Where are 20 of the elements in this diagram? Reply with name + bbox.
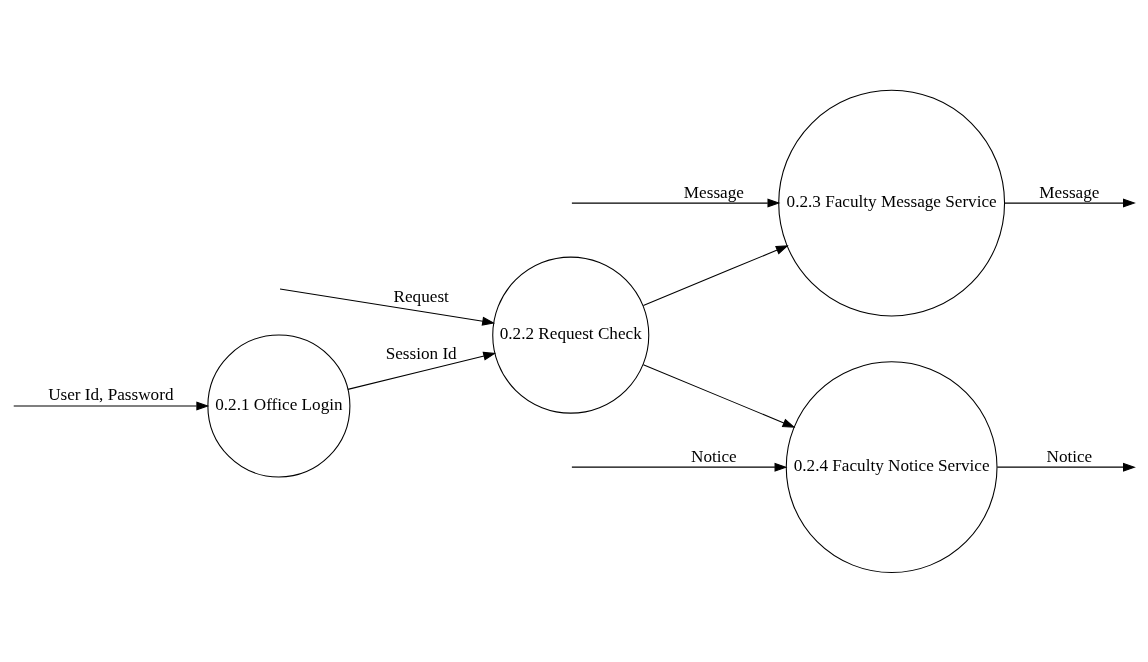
arrow xyxy=(347,351,497,390)
node-circle: 0.2.2 Request Check xyxy=(492,256,650,414)
arrow xyxy=(279,287,496,326)
arrow xyxy=(571,198,781,208)
arrow xyxy=(1004,198,1136,208)
edge-label: Request xyxy=(393,286,449,306)
edge-label: Session Id xyxy=(385,343,457,363)
edge-label: Message xyxy=(1039,182,1100,202)
node-circle: 0.2.3 Faculty Message Service xyxy=(778,89,1006,317)
node-circle: 0.2.1 Office Login xyxy=(207,333,351,477)
arrow xyxy=(642,244,789,306)
edge-label: Notice xyxy=(691,446,737,466)
arrow xyxy=(13,400,210,410)
arrow xyxy=(996,462,1136,472)
edge-label: Message xyxy=(683,182,744,202)
edge-label: User Id, Password xyxy=(48,384,174,404)
edge-label: Notice xyxy=(1046,446,1093,466)
node-circle: 0.2.4 Faculty Notice Service xyxy=(785,360,998,573)
arrow xyxy=(642,363,796,428)
arrow xyxy=(571,462,788,472)
